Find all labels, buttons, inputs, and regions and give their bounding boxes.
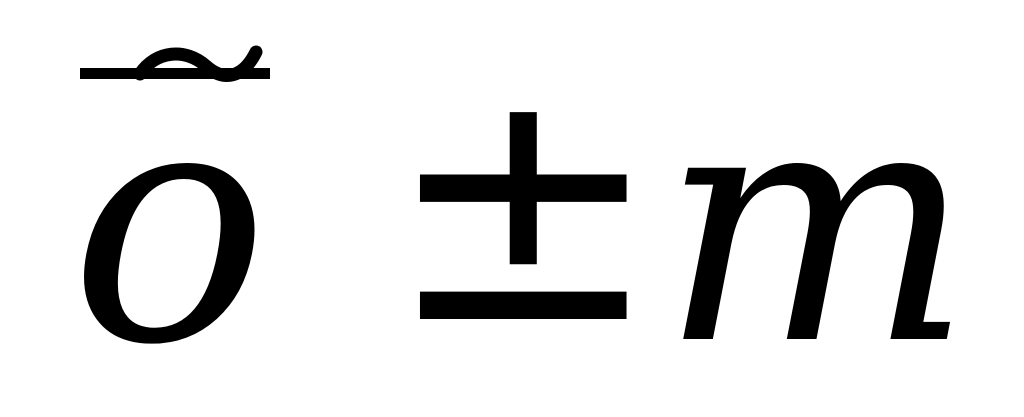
tilde-stroke: [133, 45, 263, 82]
variable-m: m: [660, 33, 973, 417]
plus-minus-operator: ±: [385, 13, 662, 397]
tilde-bar-accent-icon: [80, 45, 270, 82]
macron-bar: [80, 68, 270, 79]
variable-o: o: [70, 33, 269, 417]
